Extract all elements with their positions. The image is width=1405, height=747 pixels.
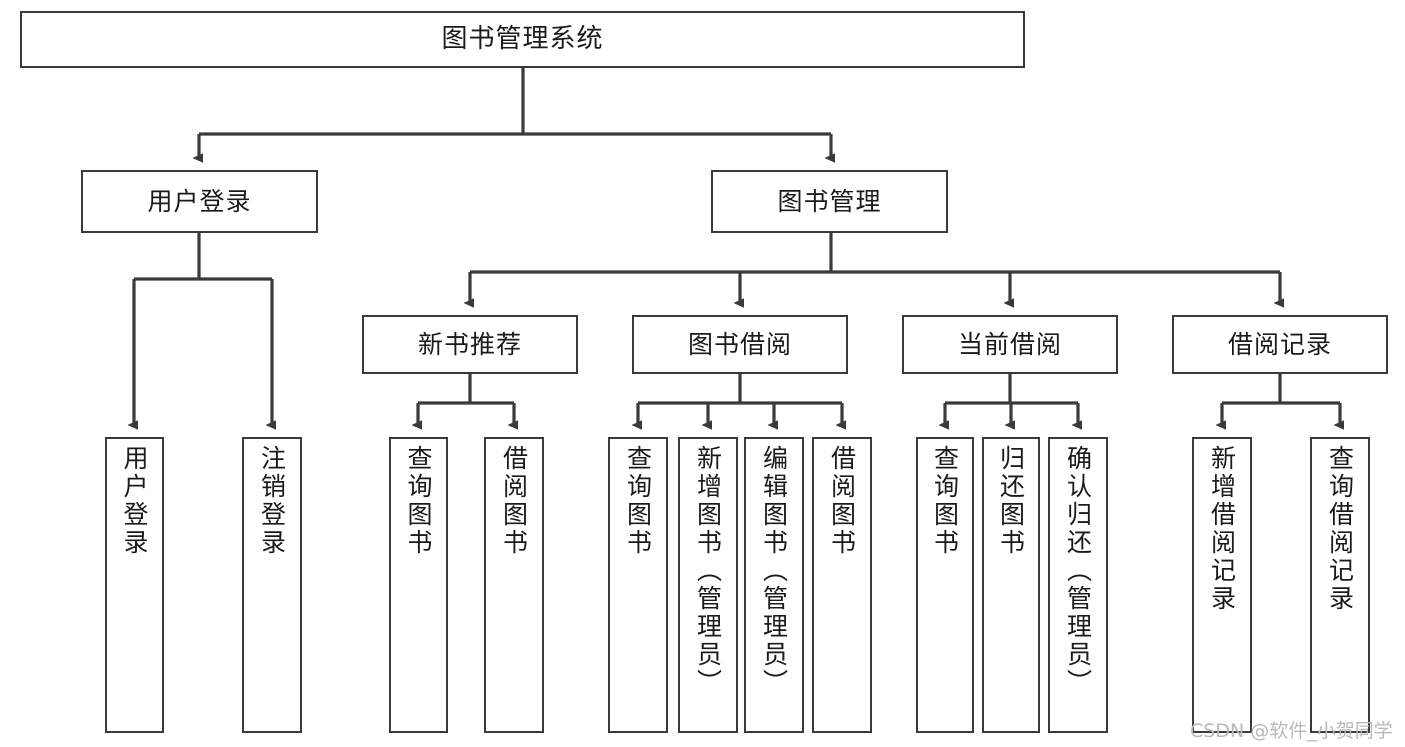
leaf-logout-login[interactable]: 注销登录 bbox=[242, 437, 302, 733]
node-borrow-record[interactable]: 借阅记录 bbox=[1172, 315, 1388, 374]
leaf-user-login[interactable]: 用户登录 bbox=[105, 437, 164, 733]
node-label: 借阅记录 bbox=[1227, 329, 1332, 359]
node-label: 借阅图书 bbox=[827, 445, 857, 557]
node-label: 图书借阅 bbox=[687, 329, 792, 359]
leaf-query-book-current[interactable]: 查询图书 bbox=[916, 437, 974, 733]
node-label: 确认归还（管理员） bbox=[1063, 445, 1093, 697]
node-label: 新增图书（管理员） bbox=[693, 445, 723, 697]
node-book-borrow[interactable]: 图书借阅 bbox=[632, 315, 848, 374]
leaf-query-borrow-record[interactable]: 查询借阅记录 bbox=[1310, 437, 1370, 733]
node-label: 查询图书 bbox=[404, 445, 433, 557]
node-label: 新增借阅记录 bbox=[1207, 445, 1237, 613]
node-book-management[interactable]: 图书管理 bbox=[711, 170, 948, 233]
node-label: 归还图书 bbox=[996, 445, 1026, 557]
leaf-add-borrow-record[interactable]: 新增借阅记录 bbox=[1192, 437, 1252, 733]
watermark-csdn: CSDN @软件_小贺同学 bbox=[1190, 720, 1393, 742]
node-root-system[interactable]: 图书管理系统 bbox=[20, 11, 1025, 68]
node-label: 图书管理 bbox=[777, 186, 882, 216]
node-label: 用户登录 bbox=[147, 186, 252, 216]
node-label: 查询图书 bbox=[623, 445, 653, 557]
leaf-confirm-return[interactable]: 确认归还（管理员） bbox=[1048, 437, 1108, 733]
leaf-query-book-recommend[interactable]: 查询图书 bbox=[389, 437, 448, 733]
node-label: 用户登录 bbox=[120, 445, 149, 557]
node-new-book-recommend[interactable]: 新书推荐 bbox=[362, 315, 578, 374]
node-label: 图书管理系统 bbox=[441, 24, 604, 55]
leaf-edit-book[interactable]: 编辑图书（管理员） bbox=[744, 437, 804, 733]
leaf-borrow-book-recommend[interactable]: 借阅图书 bbox=[484, 437, 544, 733]
node-label: 新书推荐 bbox=[417, 329, 522, 359]
leaf-query-book-borrow[interactable]: 查询图书 bbox=[608, 437, 668, 733]
node-label: 查询图书 bbox=[930, 445, 960, 557]
node-label: 注销登录 bbox=[257, 445, 287, 557]
leaf-return-book[interactable]: 归还图书 bbox=[982, 437, 1040, 733]
node-label: 借阅图书 bbox=[499, 445, 529, 557]
node-label: 当前借阅 bbox=[957, 329, 1062, 359]
leaf-borrow-book[interactable]: 借阅图书 bbox=[812, 437, 872, 733]
node-label: 查询借阅记录 bbox=[1325, 445, 1355, 613]
node-current-borrow[interactable]: 当前借阅 bbox=[902, 315, 1118, 374]
node-label: 编辑图书（管理员） bbox=[759, 445, 789, 697]
node-user-login[interactable]: 用户登录 bbox=[81, 170, 318, 233]
leaf-add-book[interactable]: 新增图书（管理员） bbox=[678, 437, 738, 733]
